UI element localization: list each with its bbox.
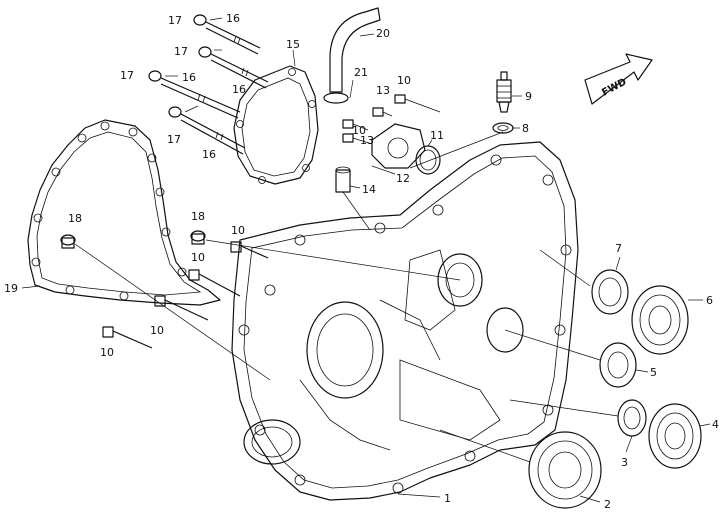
- crankcase-1-bores: [243, 249, 524, 465]
- callout-16-d: 16: [202, 148, 216, 161]
- gasket-19-holes: [31, 121, 187, 301]
- bearing-4: [648, 403, 702, 469]
- gasket-15-inner: [241, 77, 311, 177]
- callout-12: 12: [396, 172, 410, 185]
- callout-leaders: [21, 17, 711, 503]
- cover-plate-12: [371, 123, 426, 169]
- callout-numbers: 1 2 3 4 5 6 7 8 9 10 10 10 10 10 10 11 1…: [4, 12, 719, 511]
- gasket-19: [27, 119, 221, 306]
- oring-11-inner: [419, 149, 437, 171]
- callout-16-b: 16: [232, 83, 246, 96]
- pipe-14-top: [335, 166, 351, 174]
- cover-plate-12-boss: [387, 137, 409, 159]
- callout-17-c: 17: [120, 69, 134, 82]
- fwd-label: FWD: [600, 77, 628, 99]
- gasket-15: [233, 65, 319, 185]
- gasket-19-inner: [36, 131, 202, 296]
- bolt-13-b: [342, 133, 373, 145]
- callout-9: 9: [525, 90, 532, 103]
- assembly-axis-lines: [74, 131, 619, 463]
- callout-6: 6: [706, 294, 713, 307]
- bolt-10-left-d: [102, 326, 153, 349]
- washer-8: [492, 122, 514, 134]
- gasket-15-holes: [236, 68, 316, 184]
- callout-16-c: 16: [182, 71, 196, 84]
- callout-8: 8: [522, 122, 529, 135]
- callout-7: 7: [615, 242, 622, 255]
- stud-16-d: [168, 106, 246, 155]
- callout-4: 4: [712, 418, 719, 431]
- callout-20: 20: [376, 27, 390, 40]
- sensor-9: [496, 71, 512, 113]
- bolt-10-left-b: [188, 269, 241, 297]
- crankcase-1-flange: [243, 155, 567, 489]
- bolt-10-mid: [342, 119, 369, 131]
- stud-16-a: [193, 14, 261, 55]
- dowel-18-a: [60, 234, 76, 249]
- callout-10-d: 10: [191, 251, 205, 264]
- callout-11: 11: [430, 129, 444, 142]
- bearing-2: [528, 431, 602, 509]
- seal-3: [617, 399, 647, 437]
- callout-17-a: 17: [168, 14, 182, 27]
- bearing-6: [631, 285, 689, 355]
- callout-10-c: 10: [231, 224, 245, 237]
- callout-3: 3: [621, 456, 628, 469]
- callout-15: 15: [286, 38, 300, 51]
- crankcase-1-bolt-bosses: [238, 154, 572, 494]
- callout-13-a: 13: [376, 84, 390, 97]
- dowel-18-b: [190, 230, 206, 245]
- callout-10-e: 10: [150, 324, 164, 337]
- callout-18-b: 18: [191, 210, 205, 223]
- crankcase-1: [231, 141, 579, 501]
- clamp-21: [323, 92, 349, 104]
- bolt-13-a: [372, 107, 393, 117]
- bolt-10-left-a: [230, 241, 269, 259]
- callout-10-a: 10: [397, 74, 411, 87]
- stud-16-b: [198, 46, 269, 89]
- callout-18-a: 18: [68, 212, 82, 225]
- bearing-5: [599, 342, 637, 388]
- callout-14: 14: [362, 183, 376, 196]
- bolt-10-left-c: [154, 295, 209, 321]
- seal-7: [591, 269, 629, 315]
- callout-17-d: 17: [167, 133, 181, 146]
- callout-19: 19: [4, 282, 18, 295]
- callout-10-f: 10: [100, 346, 114, 359]
- callout-2: 2: [604, 498, 611, 511]
- callout-21: 21: [354, 66, 368, 79]
- callout-13-b: 13: [360, 134, 374, 147]
- callout-5: 5: [650, 366, 657, 379]
- bolt-10-top: [394, 94, 441, 113]
- callout-16-a: 16: [226, 12, 240, 25]
- callout-17-b: 17: [174, 45, 188, 58]
- hose-20: [329, 7, 381, 93]
- fwd-arrow-icon: FWD: [584, 53, 653, 105]
- stud-threads: [197, 35, 249, 141]
- stud-16-c: [148, 70, 241, 119]
- pipe-14: [335, 169, 351, 193]
- washer-8-inner: [497, 125, 509, 131]
- callout-1: 1: [444, 492, 451, 505]
- callout-10-b: 10: [352, 124, 366, 137]
